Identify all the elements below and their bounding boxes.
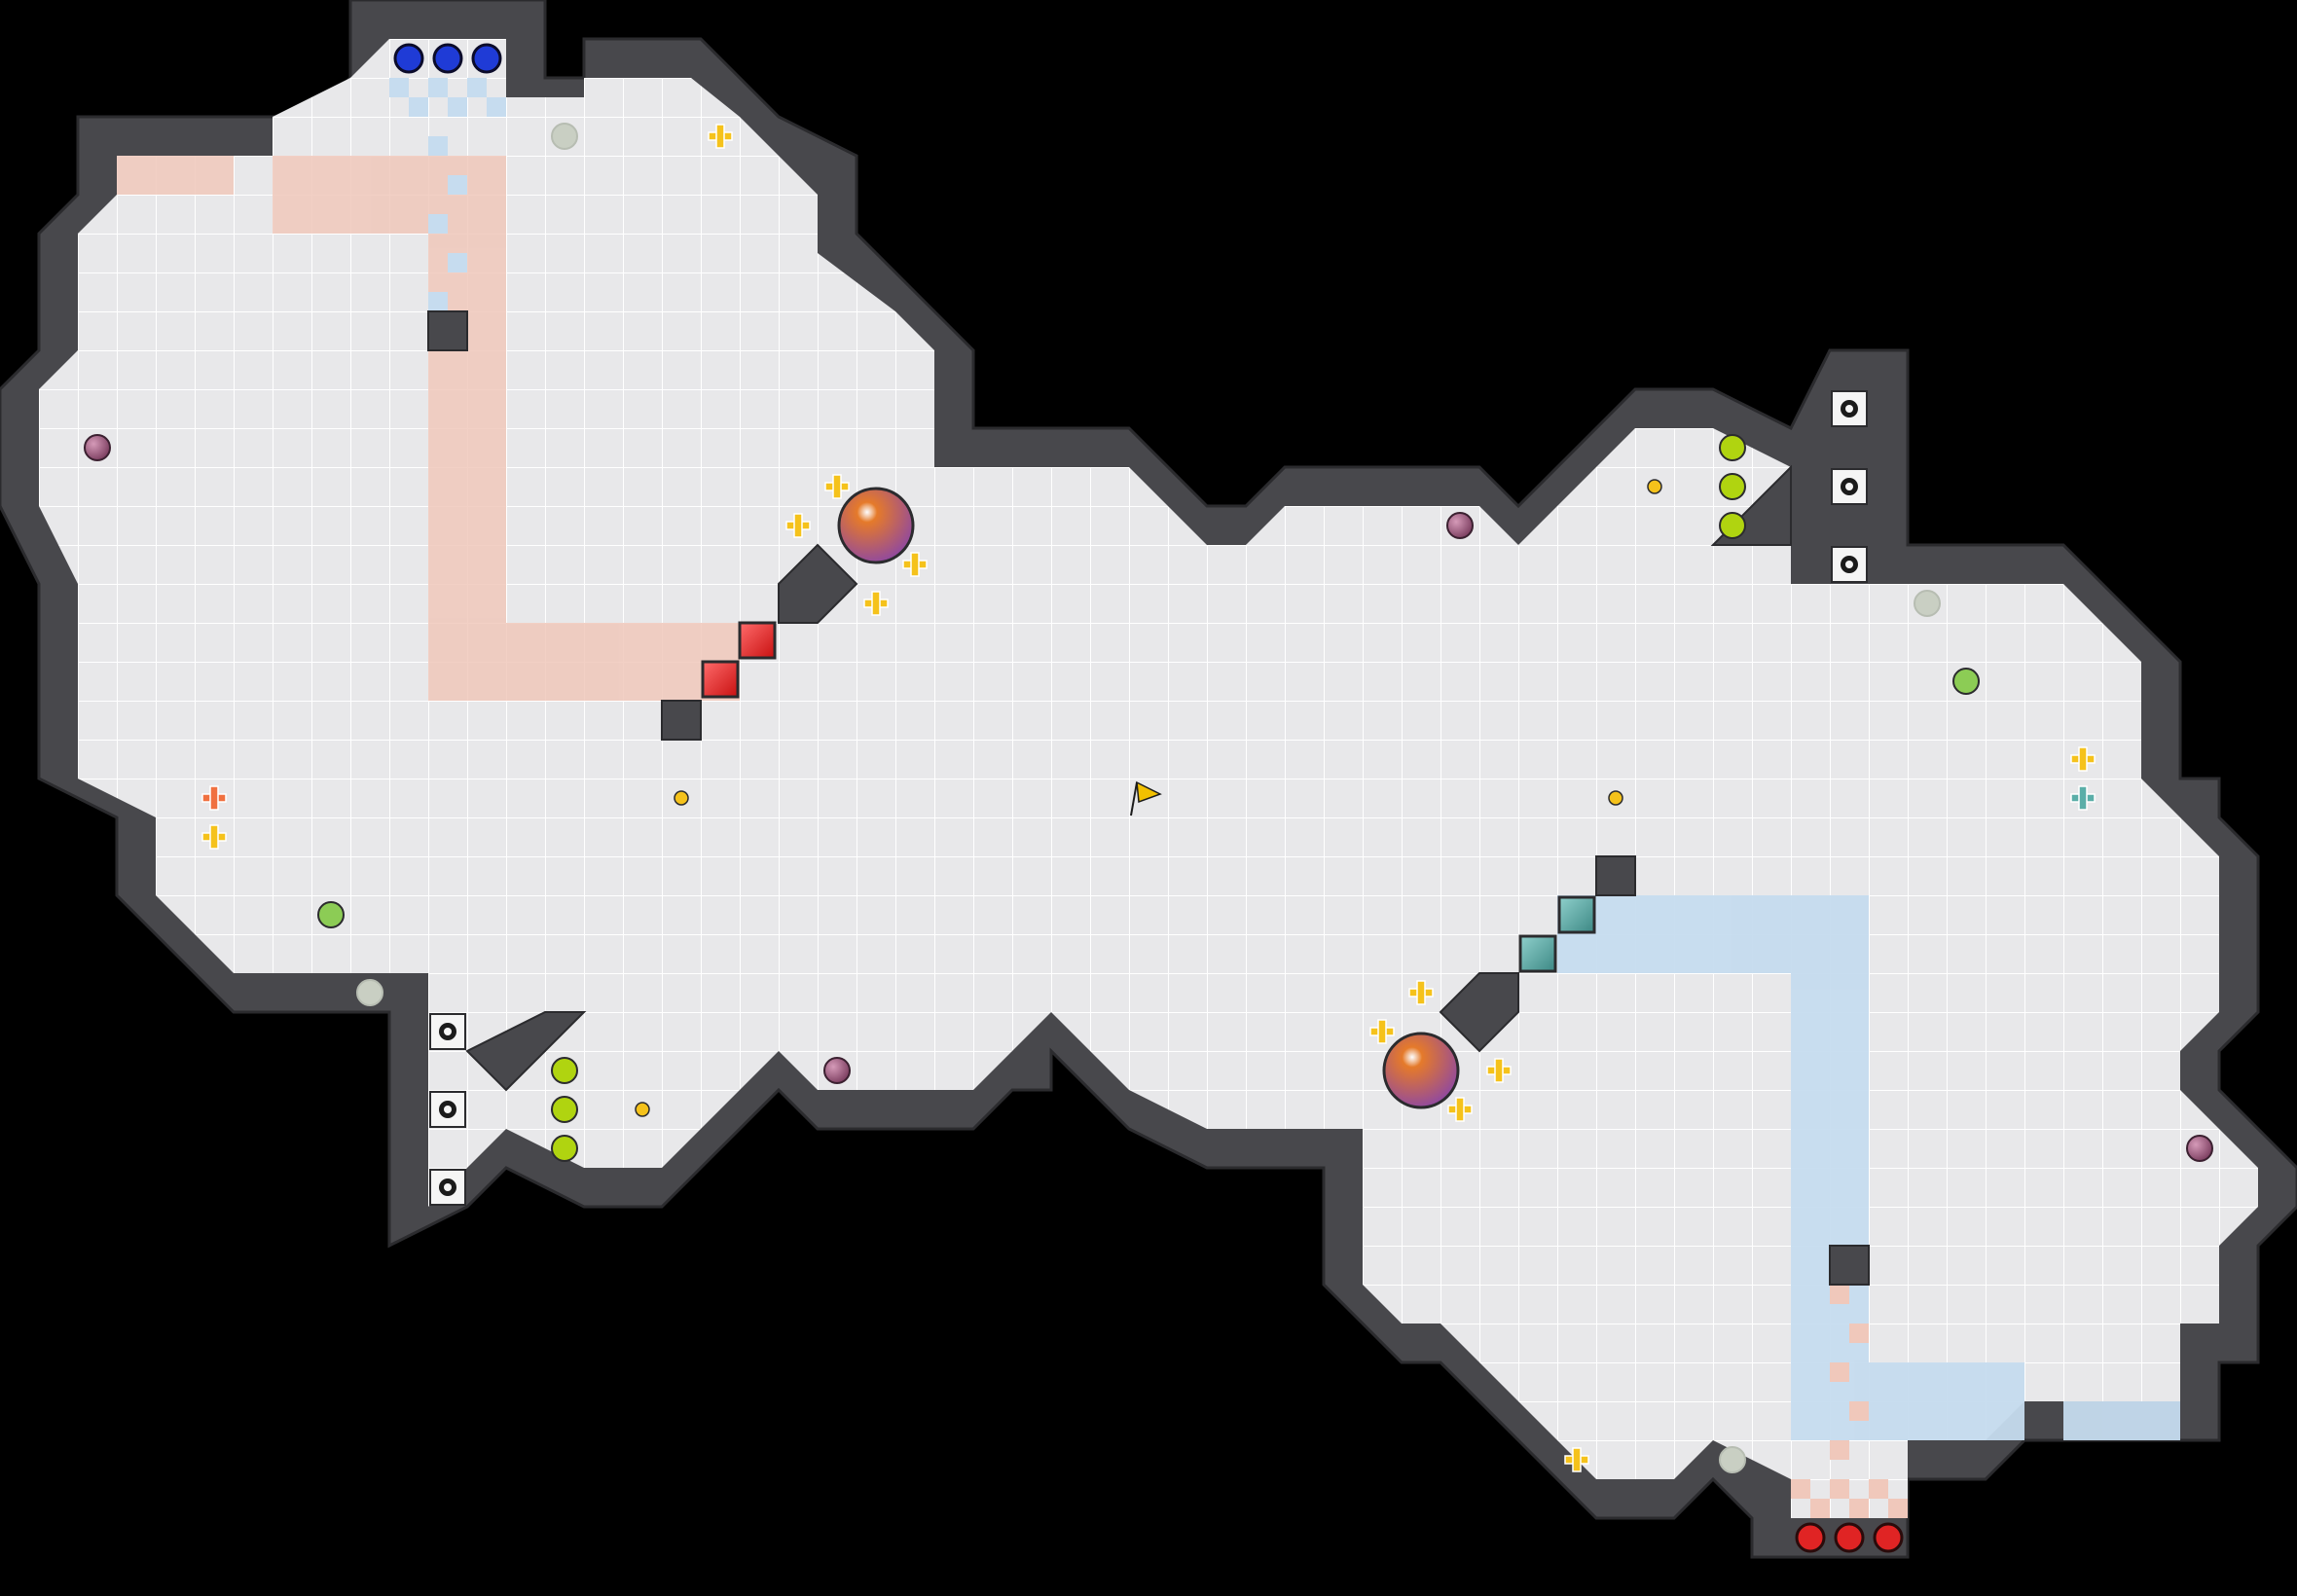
empty-spawn-icon [1719, 1446, 1746, 1473]
boost-pads [201, 124, 2096, 1472]
tagpro-icon [674, 790, 689, 806]
red-player-ball [1834, 1522, 1865, 1553]
powerup-icon [1719, 434, 1746, 461]
powerup-icon [551, 1096, 578, 1123]
powerup-icon [1719, 473, 1746, 500]
red-player-ball [1795, 1522, 1826, 1553]
mine-icon [84, 434, 111, 461]
boost-cross-icon [1486, 1058, 1512, 1083]
powerups [551, 434, 1746, 1162]
boost-cross-icon [1369, 1019, 1395, 1044]
blue-team-players [393, 43, 502, 74]
blue-team-zone [1557, 895, 2180, 1440]
portals [317, 668, 1980, 928]
boost-cross-icon [1408, 980, 1434, 1005]
red-team-players [1795, 1522, 1904, 1553]
portal-icon [317, 901, 345, 928]
red-player-ball [1873, 1522, 1904, 1553]
blue-player-ball [432, 43, 463, 74]
red-boost-cross-icon [201, 785, 227, 811]
boost-cross-icon [1564, 1447, 1589, 1472]
blue-player-ball [471, 43, 502, 74]
mine-icon [823, 1057, 851, 1084]
powerup-icon [1719, 512, 1746, 539]
tagpro-icon [1608, 790, 1623, 806]
mine-icon [2186, 1135, 2213, 1162]
arena-floor [39, 39, 2258, 1518]
spike-icon [1831, 546, 1868, 583]
boost-cross-icon [863, 591, 889, 616]
spike-icon [429, 1091, 466, 1128]
interior-walls [427, 310, 1870, 1286]
powerup-icon [551, 1057, 578, 1084]
spike-stations [429, 390, 1868, 1206]
bomb-icon [1382, 1032, 1460, 1109]
spike-icon [429, 1013, 466, 1050]
boost-cross-icon [201, 824, 227, 850]
empty-spawn-icon [356, 979, 383, 1006]
mines [84, 434, 2213, 1162]
boost-cross-icon [902, 552, 928, 577]
tagpro-icon [1647, 479, 1662, 494]
empty-spawn-icon [1914, 590, 1941, 617]
spike-icon [1831, 390, 1868, 427]
boost-cross-icon [2070, 746, 2096, 772]
teal-gates [1518, 895, 1596, 973]
bombs [837, 487, 1460, 1109]
boost-cross-icon [785, 513, 811, 538]
red-team-zone [117, 156, 740, 701]
blue-player-ball [393, 43, 424, 74]
empty-spawn-icon [551, 123, 578, 150]
mine-icon [1446, 512, 1474, 539]
neutral-flag-icon [1130, 780, 1162, 816]
spike-icon [1831, 468, 1868, 505]
portal-icon [1952, 668, 1980, 695]
boost-cross-icon [1447, 1097, 1473, 1122]
blue-endzone [389, 78, 506, 311]
bomb-icon [837, 487, 915, 564]
powerup-icon [551, 1135, 578, 1162]
teal-boost-cross-icon [2070, 785, 2096, 811]
boost-cross-icon [708, 124, 733, 149]
team-boost-pads [201, 785, 2096, 811]
red-endzone [1791, 1285, 1908, 1518]
tagpro-icon [635, 1102, 650, 1117]
red-gates [701, 621, 777, 699]
boost-cross-icon [824, 474, 850, 499]
tagpro-dots [635, 479, 1662, 1117]
inactive-spawns [356, 123, 1941, 1473]
spike-icon [429, 1169, 466, 1206]
